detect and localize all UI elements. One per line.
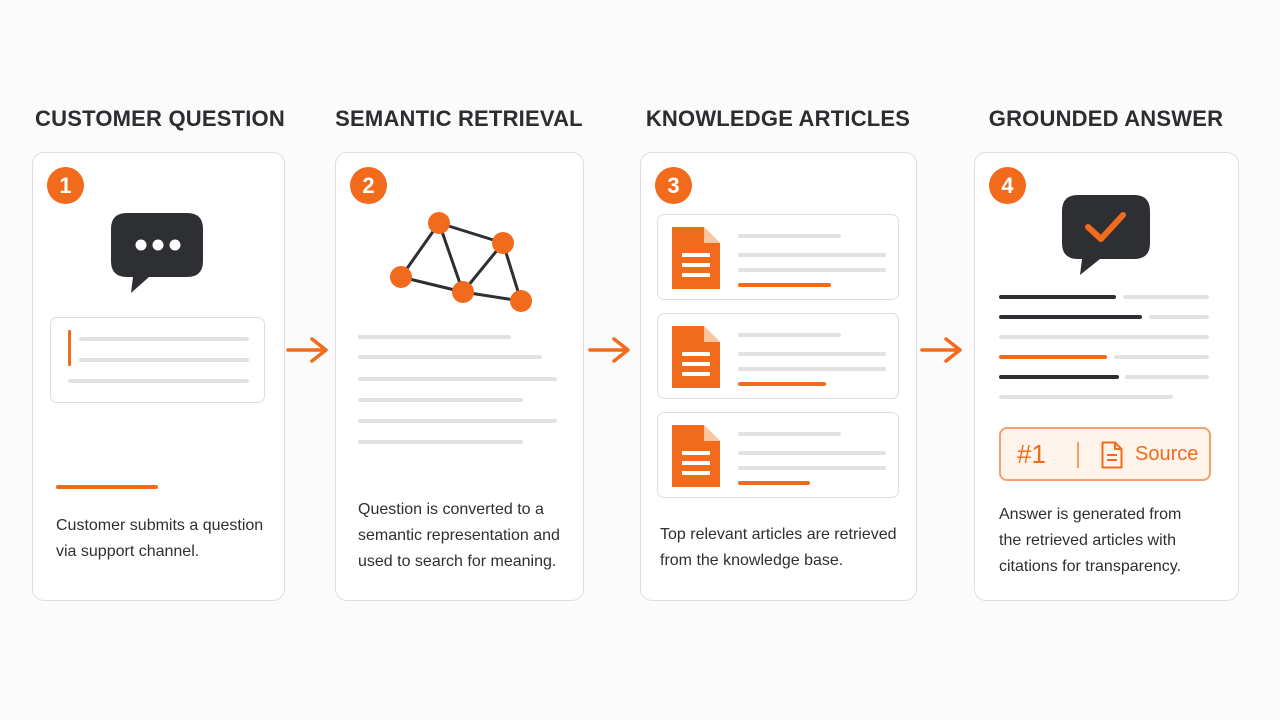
placeholder-line bbox=[738, 333, 841, 337]
step-badge-2: 2 bbox=[350, 167, 387, 204]
placeholder-line bbox=[358, 419, 557, 423]
step-description-1: Customer submits a question via support … bbox=[56, 517, 264, 560]
check-bubble-icon bbox=[1062, 195, 1150, 275]
placeholder-line bbox=[1123, 295, 1209, 299]
placeholder-line bbox=[79, 337, 249, 341]
answer-line bbox=[999, 375, 1119, 379]
document-icon bbox=[1101, 441, 1123, 469]
answer-line bbox=[999, 295, 1116, 299]
article-card bbox=[657, 313, 899, 399]
arrow-right-icon bbox=[920, 337, 962, 363]
placeholder-line bbox=[1149, 315, 1209, 319]
placeholder-line bbox=[1125, 375, 1209, 379]
accent-line bbox=[738, 481, 810, 485]
placeholder-line bbox=[68, 379, 249, 383]
answer-line bbox=[999, 315, 1142, 319]
article-card bbox=[657, 214, 899, 300]
arrow-right-icon bbox=[286, 337, 328, 363]
arrow-right-icon bbox=[588, 337, 630, 363]
placeholder-line bbox=[738, 451, 886, 455]
accent-line bbox=[56, 485, 158, 489]
step-card-4: 4 #1 Source Answer is generated from the… bbox=[974, 152, 1239, 601]
placeholder-line bbox=[358, 377, 557, 381]
step-title-2: SEMANTIC RETRIEVAL bbox=[335, 106, 583, 131]
chat-bubble-icon bbox=[111, 213, 203, 293]
citation-label: Source bbox=[1135, 443, 1199, 465]
accent-line bbox=[738, 382, 826, 386]
placeholder-line bbox=[358, 335, 511, 339]
placeholder-line bbox=[738, 367, 886, 371]
question-input-box bbox=[50, 317, 265, 403]
placeholder-line bbox=[358, 398, 523, 402]
placeholder-line bbox=[999, 335, 1209, 339]
network-graph-icon bbox=[390, 212, 532, 312]
step-description-2: Question is converted to a semantic repr… bbox=[358, 501, 560, 570]
citation-divider bbox=[1077, 442, 1079, 468]
placeholder-line bbox=[358, 440, 523, 444]
placeholder-line bbox=[738, 352, 886, 356]
citation-number: #1 bbox=[1017, 439, 1046, 469]
step-description-3: Top relevant articles are retrieved from… bbox=[660, 526, 897, 569]
step-badge-1: 1 bbox=[47, 167, 84, 204]
step-badge-4: 4 bbox=[989, 167, 1026, 204]
step-card-2: 2 Question is converted to a semantic re… bbox=[335, 152, 584, 601]
placeholder-line bbox=[738, 253, 886, 257]
placeholder-line bbox=[738, 234, 841, 238]
citation-chip[interactable]: #1 Source bbox=[999, 427, 1211, 481]
placeholder-line bbox=[738, 268, 886, 272]
placeholder-line bbox=[79, 358, 249, 362]
highlight-line bbox=[999, 355, 1107, 359]
step-title-3: KNOWLEDGE ARTICLES bbox=[645, 106, 911, 131]
document-icon bbox=[672, 326, 720, 388]
text-cursor bbox=[68, 330, 71, 366]
placeholder-line bbox=[738, 466, 886, 470]
placeholder-line bbox=[1114, 355, 1209, 359]
step-card-3: 3 bbox=[640, 152, 917, 601]
placeholder-line bbox=[738, 432, 841, 436]
document-icon bbox=[672, 425, 720, 487]
step-badge-3: 3 bbox=[655, 167, 692, 204]
placeholder-line bbox=[999, 395, 1173, 399]
article-card bbox=[657, 412, 899, 498]
step-description-4: Answer is generated from the retrieved a… bbox=[999, 506, 1182, 575]
accent-line bbox=[738, 283, 831, 287]
step-title-4: GROUNDED ANSWER bbox=[988, 106, 1224, 131]
placeholder-line bbox=[358, 355, 542, 359]
document-icon bbox=[672, 227, 720, 289]
step-card-1: 1 Customer submits a question via suppor… bbox=[32, 152, 285, 601]
step-title-1: CUSTOMER QUESTION bbox=[35, 106, 285, 131]
